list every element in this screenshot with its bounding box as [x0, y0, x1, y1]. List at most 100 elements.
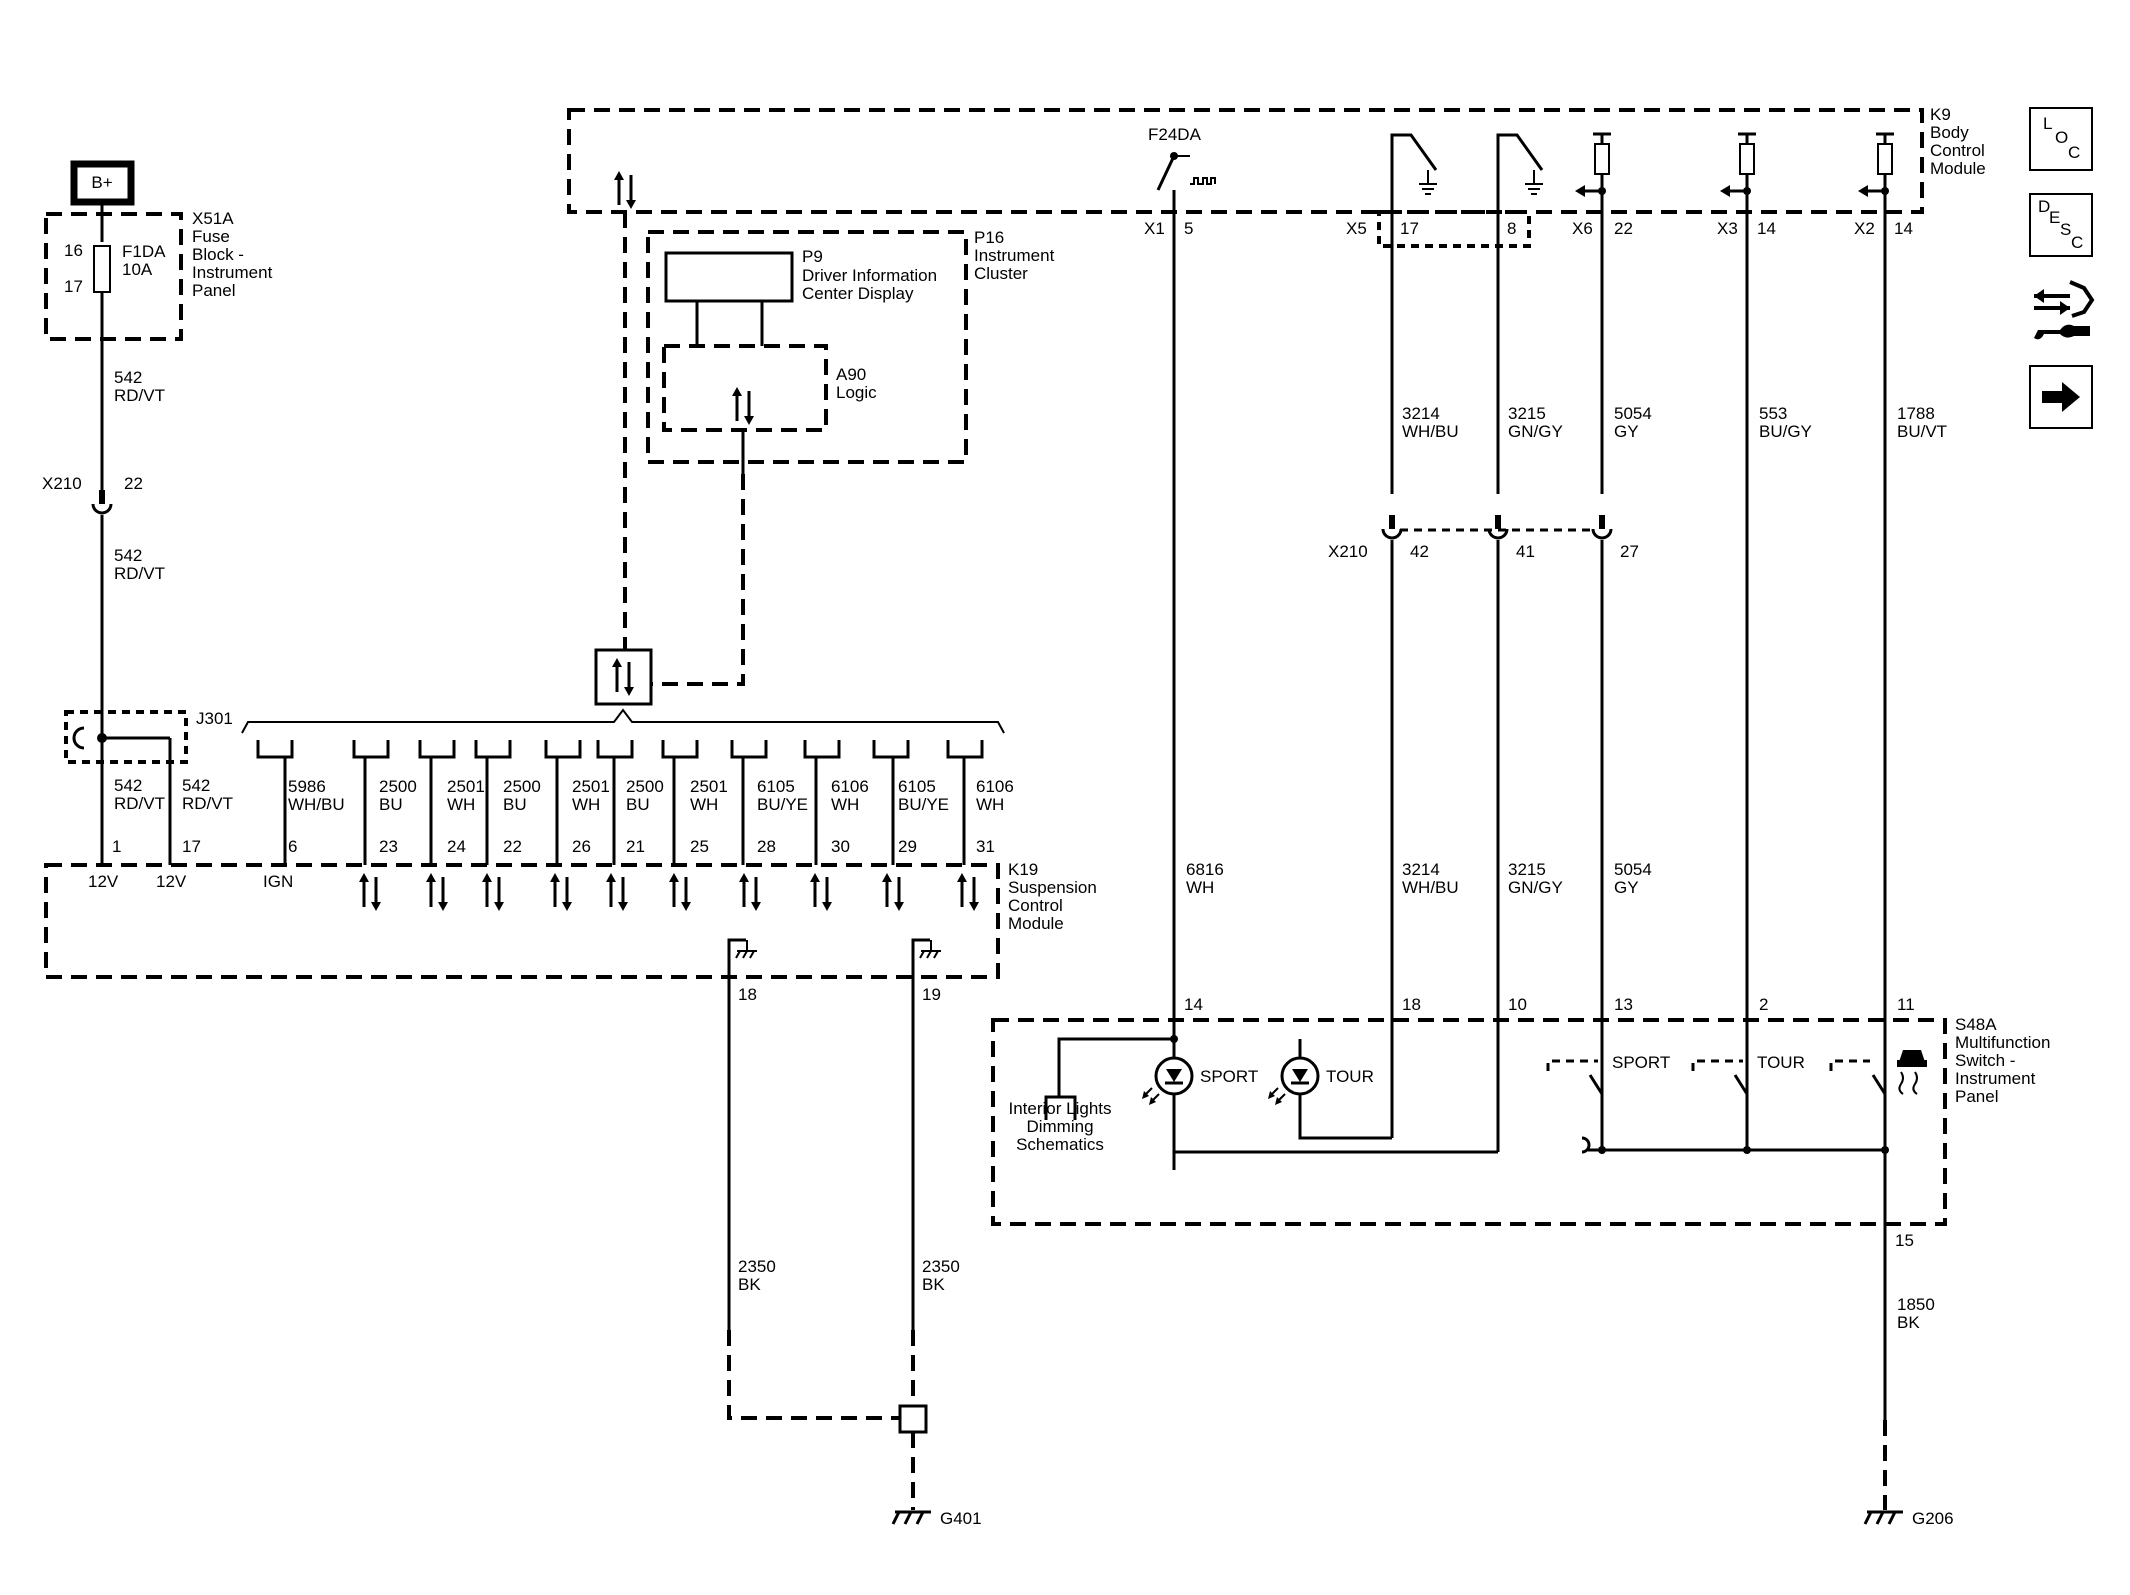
scm-pin-31: 31 [976, 837, 995, 856]
fuse-block-name-4: Panel [192, 281, 235, 300]
bcm-conn-x6: X6 [1572, 219, 1593, 238]
wire-3215-circuit: 3215 [1508, 404, 1546, 423]
bcm-name-3: Module [1930, 159, 1986, 178]
switch-pin-13: 13 [1614, 995, 1633, 1014]
wire-542c-circuit: 542 [114, 776, 142, 795]
bus-wire-1-circuit: 5986 [288, 777, 326, 796]
wire-3215-color: GN/GY [1508, 422, 1563, 441]
fuse-rating: 10A [122, 260, 153, 279]
bus-branches [256, 740, 984, 865]
ground-g401-symbol [891, 1510, 933, 1526]
wire-542-color: RD/VT [114, 386, 165, 405]
serial-data-gateway [594, 648, 653, 706]
switch-name-1: Multifunction [1955, 1033, 2050, 1052]
x210-label: X210 [42, 474, 82, 493]
wire-3215b-circuit: 3215 [1508, 860, 1546, 879]
bcm-pullup-x2 [1856, 132, 1896, 199]
wire-542b-circuit: 542 [114, 546, 142, 565]
splice-j301 [64, 710, 188, 764]
bcm-output-f24da: F24DA [1148, 125, 1202, 144]
bus-wire-2-color: BU [379, 795, 403, 814]
bcm-pin-x6-22: 22 [1614, 219, 1633, 238]
fuse-name: F1DA [122, 242, 166, 261]
bus-wire-8-circuit: 6105 [757, 777, 795, 796]
scm-pin-21: 21 [626, 837, 645, 856]
scm-name-1: Suspension [1008, 878, 1097, 897]
wire-5054-color: GY [1614, 422, 1639, 441]
sport-switch-label: SPORT [1612, 1053, 1670, 1072]
switch-ref: S48A [1955, 1015, 1997, 1034]
wire-1850-circuit: 1850 [1897, 1295, 1935, 1314]
wire-5054b-color: GY [1614, 878, 1639, 897]
switch-pin-14: 14 [1184, 995, 1203, 1014]
bus-wire-2-circuit: 2500 [379, 777, 417, 796]
wire-1788-circuit: 1788 [1897, 404, 1935, 423]
bcm-pin-x5-8: 8 [1507, 219, 1516, 238]
dic-name-2: Center Display [802, 284, 914, 303]
bcm-conn-x1: X1 [1144, 219, 1165, 238]
x210-connector-42 [1383, 515, 1401, 538]
fuse-block-name-2: Block - [192, 245, 244, 264]
scm-data-arrows [357, 871, 981, 913]
bus-wire-7-circuit: 2501 [690, 777, 728, 796]
scm-ref: K19 [1008, 860, 1038, 879]
bcm-pullup-x3 [1718, 132, 1758, 199]
x210-pin-41: 41 [1516, 542, 1535, 561]
scm-12v-2: 12V [156, 872, 187, 891]
bus-wire-6-circuit: 2500 [626, 777, 664, 796]
ground-g206-symbol [1863, 1510, 1905, 1526]
wire-6816-color: WH [1186, 878, 1214, 897]
description-button[interactable]: D E S C [2029, 193, 2093, 257]
x210-pin-27: 27 [1620, 542, 1639, 561]
battery-feed-label: B+ [91, 173, 112, 192]
cluster-logic-a90 [662, 344, 828, 432]
wire-1788-color: BU/VT [1897, 422, 1947, 441]
next-page-button[interactable] [2029, 365, 2093, 429]
ground-splice-g401 [898, 1404, 928, 1434]
scm-ground-pin-18: 18 [738, 985, 757, 1004]
bus-wire-7-color: WH [690, 795, 718, 814]
wire-553-circuit: 553 [1759, 404, 1787, 423]
bcm-conn-x3: X3 [1717, 219, 1738, 238]
bcm-conn-x2: X2 [1854, 219, 1875, 238]
location-button[interactable]: L O C [2029, 107, 2093, 171]
switch-pin-11: 11 [1897, 995, 1915, 1014]
splice-label: J301 [196, 709, 233, 728]
wire-2350a-color: BK [738, 1275, 761, 1294]
scm-ign: IGN [263, 872, 293, 891]
bus-wire-5-circuit: 2501 [572, 777, 610, 796]
wire-3214b-color: WH/BU [1402, 878, 1459, 897]
bcm-conn-x5: X5 [1346, 219, 1367, 238]
scm-name-3: Module [1008, 914, 1064, 933]
switch-ground-pin-15: 15 [1895, 1231, 1914, 1250]
desc-letter-d: D [2038, 197, 2050, 216]
traction-control-icon [1897, 1050, 1927, 1095]
wire-3214b-circuit: 3214 [1402, 860, 1440, 879]
bus-wire-9-color: WH [831, 795, 859, 814]
multifunction-switch-s48a [991, 1018, 1947, 1226]
fuse-block-name-3: Instrument [192, 263, 273, 282]
switch-pin-18: 18 [1402, 995, 1421, 1014]
bus-wire-4-color: BU [503, 795, 527, 814]
diagnostic-connector-icon[interactable] [2034, 280, 2095, 340]
fuse-pin-out: 17 [64, 277, 83, 296]
cluster-ref: P16 [974, 228, 1004, 247]
driver-info-display-p9 [664, 251, 794, 303]
wire-542b-color: RD/VT [114, 564, 165, 583]
loc-letter-o: O [2055, 128, 2068, 147]
bus-wire-5-color: WH [572, 795, 600, 814]
cluster-name-1: Instrument [974, 246, 1055, 265]
scm-pin-22: 22 [503, 837, 522, 856]
scm-pin-23: 23 [379, 837, 398, 856]
wire-6816-circuit: 6816 [1186, 860, 1224, 879]
scm-pin-1: 1 [112, 837, 121, 856]
suspension-control-module-k19 [44, 863, 1000, 979]
x210-pin-22: 22 [124, 474, 143, 493]
cluster-name-2: Cluster [974, 264, 1028, 283]
logic-name: Logic [836, 383, 877, 402]
bcm-pin-x5-17: 17 [1400, 219, 1419, 238]
wire-3214-color: WH/BU [1402, 422, 1459, 441]
bus-wire-11-color: WH [976, 795, 1004, 814]
dic-ref: P9 [802, 247, 823, 266]
